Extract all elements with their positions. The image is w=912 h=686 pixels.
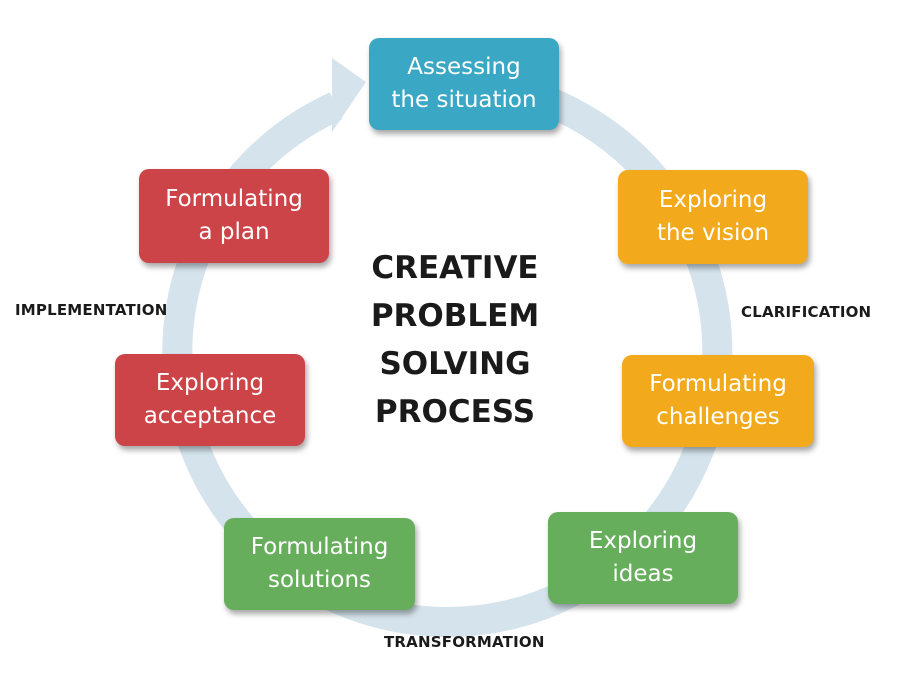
center-title-line: CREATIVE — [371, 250, 539, 286]
phase-label-transformation: TRANSFORMATION — [384, 633, 545, 651]
center-title-line: PROCESS — [374, 394, 536, 430]
stage-label: Exploring ideas — [588, 528, 698, 587]
stage-formulating-a-plan: Formulating a plan — [139, 169, 329, 263]
phase-label-clarification: CLARIFICATION — [741, 303, 872, 321]
stage-label: Exploring acceptance — [143, 370, 277, 429]
stage-formulating-solutions: Formulating solutions — [224, 518, 415, 610]
stage-formulating-challenges: Formulating challenges — [622, 355, 814, 447]
stage-label: Formulating solutions — [250, 534, 389, 593]
stage-label: Formulating a plan — [165, 186, 303, 245]
center-title-line: PROBLEM — [370, 298, 540, 334]
cycle-arrowhead — [332, 58, 366, 132]
stage-label: Assessing the situation — [391, 54, 537, 113]
stage-assessing-the-situation: Assessing the situation — [369, 38, 559, 130]
stage-exploring-acceptance: Exploring acceptance — [115, 354, 305, 446]
phase-label-implementation: IMPLEMENTATION — [15, 301, 168, 319]
center-title: CREATIVE PROBLEM SOLVING PROCESS — [330, 244, 580, 436]
stage-exploring-ideas: Exploring ideas — [548, 512, 738, 604]
stage-exploring-the-vision: Exploring the vision — [618, 170, 808, 264]
center-title-line: SOLVING — [379, 346, 531, 382]
stage-label: Exploring the vision — [656, 187, 770, 246]
stage-label: Formulating challenges — [649, 371, 787, 430]
